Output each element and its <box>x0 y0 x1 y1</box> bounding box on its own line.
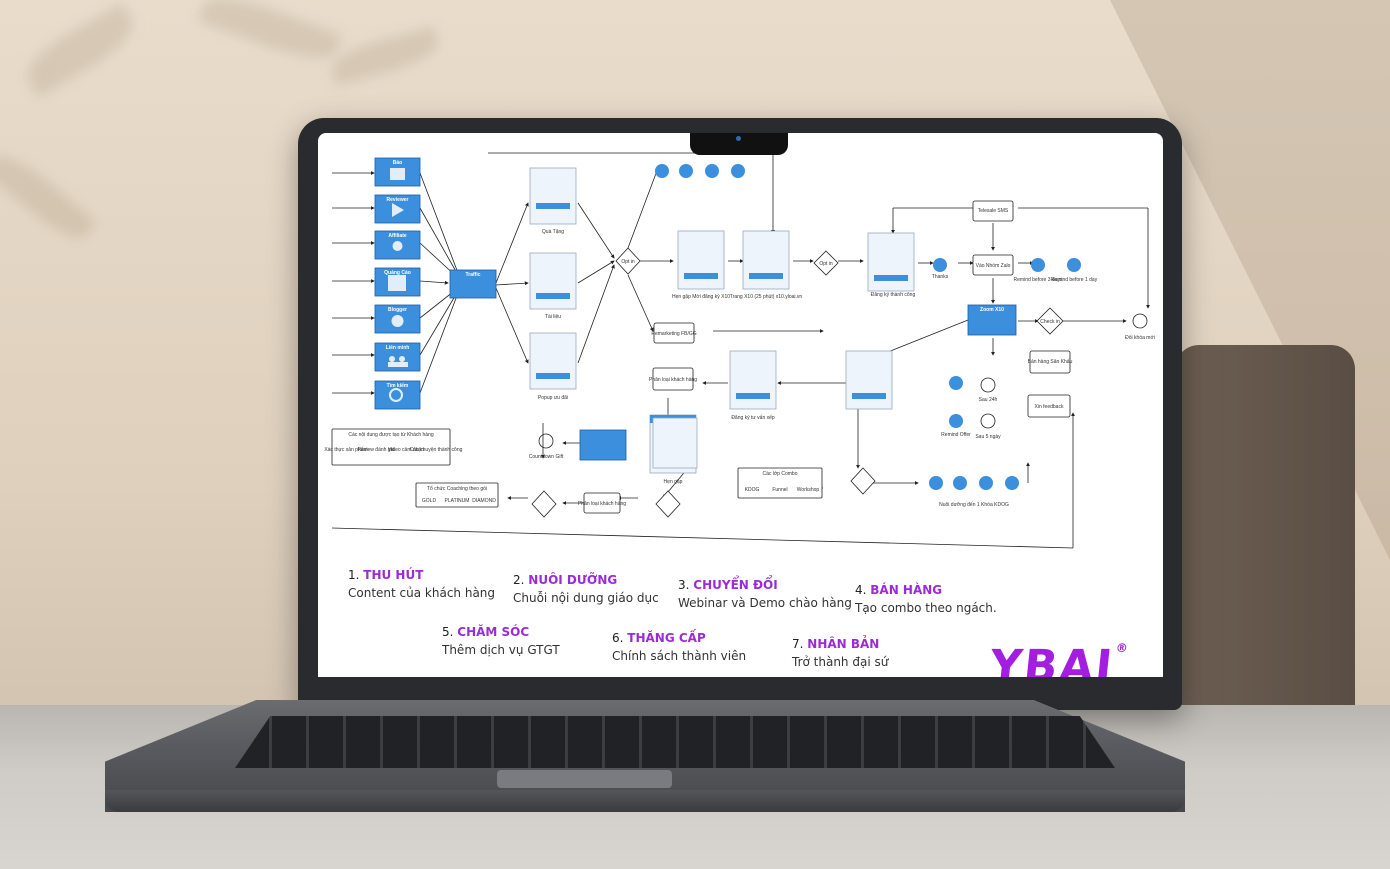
step-desc: Thêm dịch vụ GTGT <box>442 643 560 657</box>
step-1: 1. THU HÚT Content của khách hàng <box>348 568 495 600</box>
camera-icon <box>736 136 741 141</box>
remind1-label: Remind before 1 day <box>1051 277 1098 283</box>
diamond-label: DIAMOND <box>472 498 496 504</box>
offer-done-label: Đối khóa mới <box>1125 335 1155 341</box>
zoom-label: Zoom X10 <box>980 307 1004 313</box>
source-label: Affiliate <box>388 233 407 239</box>
step-title: BÁN HÀNG <box>870 583 943 597</box>
offer-label: Tài liệu <box>545 314 561 320</box>
zalo-label: Vào Nhóm Zalo <box>976 263 1011 269</box>
step-3: 3. CHUYỂN ĐỔI Webinar và Demo chào hàng <box>678 578 852 610</box>
step-num: 4. <box>855 583 867 597</box>
laptop-screen: Báo Reviewer Affiliate Quảng Cáo Blogger… <box>318 133 1163 677</box>
source-label: Blogger <box>388 307 407 313</box>
step-7: 7. NHÂN BẢN Trở thành đại sứ <box>792 637 888 669</box>
step-desc: Content của khách hàng <box>348 586 496 600</box>
coaching-label: Tổ chức Coaching theo gói <box>427 485 487 492</box>
step-desc: Webinar và Demo chào hàng <box>678 596 852 610</box>
step-num: 5. <box>442 625 454 639</box>
step-4: 4. BÁN HÀNG Tạo combo theo ngách. <box>855 583 997 615</box>
content-col: Xác thực sản phẩm <box>324 446 367 453</box>
content-col: Review đánh giá <box>358 447 395 453</box>
step-title: THĂNG CẤP <box>627 631 706 645</box>
source-label: Reviewer <box>387 197 409 203</box>
step-title: NUÔI DƯỠNG <box>528 573 618 587</box>
background-panel <box>1175 345 1355 755</box>
platinum-label: PLATINUM <box>445 498 470 504</box>
keyboard <box>235 716 1115 768</box>
step-num: 7. <box>792 637 804 651</box>
thanks-label: Thanks <box>932 274 949 280</box>
step-desc: Trở thành đại sứ <box>792 655 889 669</box>
appointment-label: Hẹn gặp <box>664 479 683 485</box>
step-num: 3. <box>678 578 690 592</box>
combo-label: Các lớp Combo <box>763 471 798 477</box>
remind-offer-label: Remind Offer <box>941 432 971 438</box>
camera-notch <box>690 133 788 155</box>
nurture-kdog-label: Nuôi dưỡng đến 1 Khóa KDOG <box>939 502 1009 508</box>
funnel-diagram: Báo Reviewer Affiliate Quảng Cáo Blogger… <box>324 152 1155 549</box>
step-desc: Tạo combo theo ngách. <box>855 601 997 615</box>
trackpad <box>497 770 672 788</box>
offer-label: Popup ưu đãi <box>538 395 568 401</box>
ybai-logo: YBAI® <box>987 641 1130 677</box>
after5-label: Sau 5 ngày <box>975 434 1001 440</box>
step-num: 2. <box>513 573 525 587</box>
remind3-label: Remind before 3 days <box>1014 277 1063 283</box>
decision-label: Check in <box>1040 319 1060 325</box>
plant-shadow <box>198 0 342 69</box>
telesale-label: Telesale SMS <box>978 208 1009 214</box>
gold-label: GOLD <box>422 498 437 504</box>
sell-stage-label: Bán hàng Sân Khấu <box>1028 359 1073 365</box>
offer-label: Quà Tặng <box>542 229 564 235</box>
step-title: NHÂN BẢN <box>807 637 880 651</box>
source-label: Tìm kiếm <box>387 382 409 389</box>
step-2: 2. NUÔI DƯỠNG Chuỗi nội dung giáo dục <box>513 573 659 605</box>
hub-label: Traffic <box>465 272 480 278</box>
content-table-title: Các nội dung được tạo từ Khách hàng <box>348 432 434 438</box>
content-col: Video cảm nhận <box>388 447 424 453</box>
plant-shadow <box>327 26 443 86</box>
source-label: Liên minh <box>386 345 410 351</box>
remarketing-label: Remarketing FB/GG <box>651 331 696 337</box>
decision-label: Opt in <box>621 259 635 265</box>
logo-text: YBAI <box>987 641 1117 677</box>
step-title: CHUYỂN ĐỔI <box>693 578 778 592</box>
registered-mark: ® <box>1115 641 1131 655</box>
step-num: 1. <box>348 568 360 582</box>
source-label: Báo <box>393 160 402 166</box>
step-num: 6. <box>612 631 624 645</box>
step-5: 5. CHĂM SÓC Thêm dịch vụ GTGT <box>442 625 560 657</box>
meeting-label: Hẹn gặp Mời đăng ký X10 <box>672 294 730 300</box>
decision-label: Opt in <box>819 261 833 267</box>
step-title: THU HÚT <box>363 568 424 582</box>
step-title: CHĂM SÓC <box>457 625 530 639</box>
plant-shadow <box>0 145 97 249</box>
reg-success-label: Đăng ký thành công <box>871 292 916 298</box>
countdown-label: Countdown Gift <box>529 454 564 460</box>
plant-shadow <box>18 2 142 98</box>
step-desc: Chuỗi nội dung giáo dục <box>513 591 659 605</box>
step-desc: Chính sách thành viên <box>612 649 747 663</box>
step-6: 6. THĂNG CẤP Chính sách thành viên <box>612 631 746 663</box>
funnel-label: Funnel <box>772 487 787 493</box>
consult-label: Đăng ký tư vấn xếp <box>731 415 775 421</box>
content-col: Câu chuyện thành công <box>410 447 463 453</box>
laptop-front-edge <box>105 790 1185 812</box>
after24-label: Sau 24h <box>979 397 998 403</box>
classify2-label: Phân loại khách hàng <box>578 501 626 507</box>
classify-label: Phân loại khách hàng <box>649 377 697 383</box>
feedback-label: Xin feedback <box>1035 404 1064 410</box>
source-label: Quảng Cáo <box>384 270 411 276</box>
x10-label: Trang X10 (25 phút) x10.yloai.vn <box>730 294 803 300</box>
kdog-label: KDOG <box>745 487 760 493</box>
traffic-hub <box>449 269 497 299</box>
workshop-label: Workshop <box>797 487 820 493</box>
